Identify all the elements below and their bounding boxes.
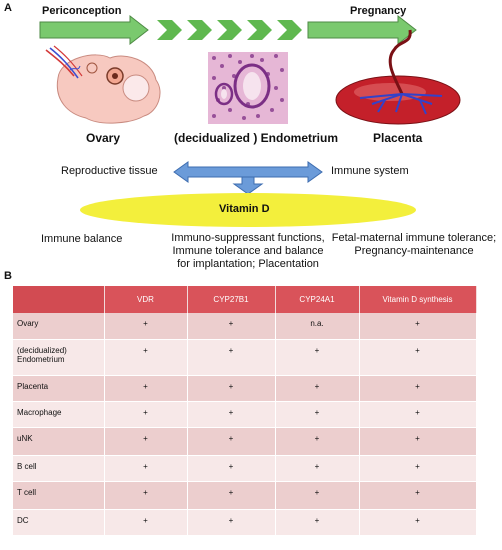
row-label: Ovary (13, 313, 105, 340)
table-cell: + (187, 375, 276, 402)
table-header-cell (13, 286, 105, 313)
table-header-row: VDR CYP27B1 CYP24A1 Vitamin D synthesis (13, 286, 477, 313)
table-cell: + (359, 509, 477, 536)
table-cell: n.a. (275, 313, 360, 340)
table-cell: + (275, 481, 360, 510)
table-row: B cell++++ (13, 455, 477, 482)
pregnancy-arrow (307, 14, 417, 46)
placenta-illustration (335, 29, 461, 125)
immune-system-label: Immune system (331, 165, 409, 177)
table-row: DC++++ (13, 509, 477, 536)
table-cell: + (104, 339, 188, 376)
table-cell: + (275, 401, 360, 428)
endometrium-label: (decidualized ) Endometrium (174, 131, 339, 145)
row-label: T cell (13, 481, 105, 510)
endometrium-illustration (208, 52, 288, 124)
table-cell: + (187, 427, 276, 456)
table-row: Macrophage++++ (13, 401, 477, 428)
row-label: DC (13, 509, 105, 536)
table-header-cell: CYP24A1 (275, 286, 360, 313)
table-cell: + (275, 455, 360, 482)
table-cell: + (275, 509, 360, 536)
table-cell: + (104, 455, 188, 482)
table-cell: + (359, 427, 477, 456)
table-cell: + (187, 313, 276, 340)
table-cell: + (104, 401, 188, 428)
table-row: Ovary++n.a.+ (13, 313, 477, 340)
tissue-immune-double-arrow (173, 161, 323, 183)
ovary-illustration (45, 45, 161, 124)
table-cell: + (104, 509, 188, 536)
table-cell: + (187, 401, 276, 428)
center-text-line: for implantation; Placentation (177, 258, 319, 270)
table-row: T cell++++ (13, 481, 477, 510)
table-cell: + (359, 313, 477, 340)
periconception-arrow (39, 14, 149, 46)
table-row: Placenta++++ (13, 375, 477, 402)
table-cell: + (359, 455, 477, 482)
right-text-line: Pregnancy-maintenance (354, 245, 474, 257)
table-cell: + (275, 427, 360, 456)
right-functions-text: Fetal-maternal immune tolerance; Pregnan… (328, 232, 500, 258)
table-cell: + (359, 375, 477, 402)
pregnancy-label: Pregnancy (350, 5, 407, 17)
table-cell: + (187, 455, 276, 482)
vitamin-d-ellipse (80, 193, 416, 227)
row-label: Macrophage (13, 401, 105, 428)
table-cell: + (104, 375, 188, 402)
panel-b-label: B (4, 270, 12, 282)
table-row: (decidualized) Endometrium++++ (13, 339, 477, 376)
ovary-label: Ovary (86, 131, 121, 145)
vitamin-d-down-arrow (232, 176, 264, 195)
panel-a-graphics (39, 14, 461, 227)
center-text-line: Immune tolerance and balance (172, 245, 324, 257)
timeline-chevrons (157, 20, 302, 40)
periconception-label: Periconception (42, 5, 122, 17)
table-header-cell: Vitamin D synthesis (359, 286, 477, 313)
table-cell: + (275, 339, 360, 376)
vitamin-d-label: Vitamin D (219, 203, 270, 215)
table-cell: + (359, 481, 477, 510)
table-cell: + (359, 339, 477, 376)
center-functions-text: Immuno-suppressant functions, Immune tol… (150, 232, 346, 271)
table-cell: + (275, 375, 360, 402)
table-cell: + (104, 313, 188, 340)
table-cell: + (359, 401, 477, 428)
table-cell: + (104, 481, 188, 510)
panel-a-label: A (4, 2, 12, 14)
table-cell: + (104, 427, 188, 456)
reproductive-tissue-label: Reproductive tissue (61, 165, 158, 177)
table-cell: + (187, 481, 276, 510)
row-label: Placenta (13, 375, 105, 402)
table-row: uNK++++ (13, 427, 477, 456)
immune-balance-label: Immune balance (41, 233, 123, 245)
table-header-cell: VDR (104, 286, 188, 313)
vitamin-d-expression-table: VDR CYP27B1 CYP24A1 Vitamin D synthesis … (13, 286, 477, 536)
table-cell: + (187, 509, 276, 536)
row-label: B cell (13, 455, 105, 482)
table-header-cell: CYP27B1 (187, 286, 276, 313)
row-label: uNK (13, 427, 105, 456)
placenta-label: Placenta (373, 131, 423, 145)
row-label: (decidualized) Endometrium (13, 339, 105, 376)
center-text-line: Immuno-suppressant functions, (171, 232, 325, 244)
right-text-line: Fetal-maternal immune tolerance; (331, 232, 497, 244)
table-cell: + (187, 339, 276, 376)
